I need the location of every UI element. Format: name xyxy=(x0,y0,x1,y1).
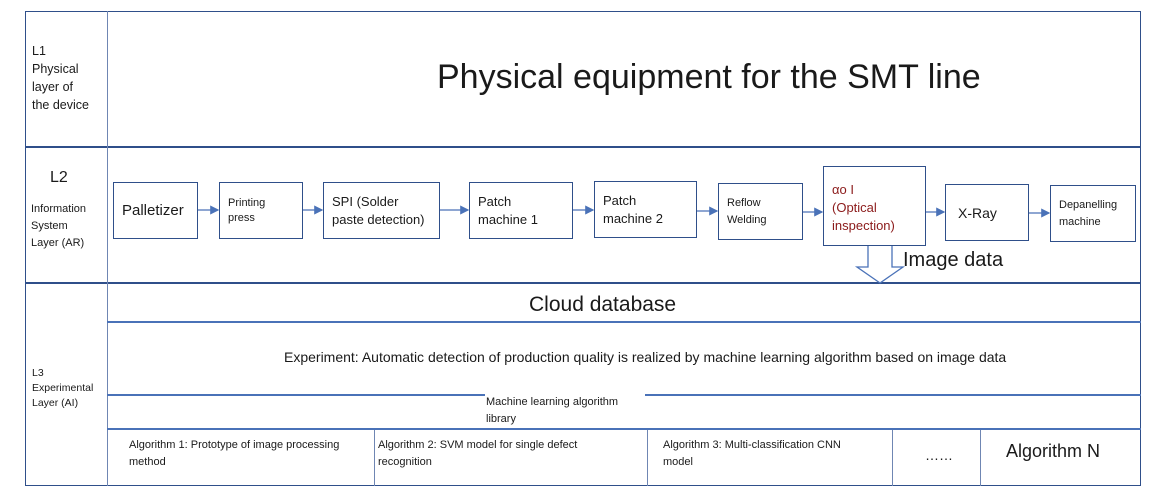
step-patch-machine-2: Patch machine 2 xyxy=(594,181,697,238)
divider-cloud xyxy=(107,321,1141,323)
algo-divider xyxy=(980,430,981,486)
algo-divider xyxy=(374,430,375,486)
algorithm-3: Algorithm 3: Multi-classification CNN mo… xyxy=(663,439,841,468)
step-label: Depanelling machine xyxy=(1059,198,1118,228)
experiment-text: Experiment: Automatic detection of produ… xyxy=(284,349,1007,365)
layer-l2-label: Information System Layer (AR) xyxy=(31,203,87,249)
layer-l3-frame xyxy=(25,283,1141,486)
layer-l2-code: L2 xyxy=(50,169,68,186)
algorithm-ellipsis: …… xyxy=(925,447,953,463)
layer-l1-frame xyxy=(25,11,1141,147)
layer-l3-label: L3 Experimental Layer (AI) xyxy=(32,367,94,409)
algorithm-2: Algorithm 2: SVM model for single defect… xyxy=(378,439,578,468)
step-label: Patch machine 1 xyxy=(478,193,538,227)
step-printing-press: Printing press xyxy=(219,182,303,239)
physical-equipment-title: Physical equipment for the SMT line xyxy=(437,58,981,96)
step-label: X-Ray xyxy=(958,204,997,221)
image-data-down-arrow xyxy=(854,246,906,284)
algo-divider xyxy=(647,430,648,486)
step-spi: SPI (Solder paste detection) xyxy=(323,182,440,239)
step-x-ray: X-Ray xyxy=(945,184,1029,241)
layer-l2-frame xyxy=(25,147,1141,283)
step-label: SPI (Solder paste detection) xyxy=(332,193,425,227)
step-patch-machine-1: Patch machine 1 xyxy=(469,182,573,239)
step-label: Reflow Welding xyxy=(727,196,767,226)
layer-l1-label: L1 Physical layer of the device xyxy=(32,44,89,112)
image-data-label: Image data xyxy=(903,249,1004,271)
step-label: Palletizer xyxy=(122,201,184,219)
ml-library-label: Machine learning algorithm library xyxy=(485,394,645,428)
step-label: Patch machine 2 xyxy=(603,192,663,226)
cloud-database-title: Cloud database xyxy=(529,293,677,316)
step-aoi: αo I (Optical inspection) xyxy=(823,166,926,246)
step-palletizer: Palletizer xyxy=(113,182,198,239)
step-label: αo I (Optical inspection) xyxy=(832,182,895,233)
label-column-divider xyxy=(107,11,108,486)
algorithm-1: Algorithm 1: Prototype of image processi… xyxy=(129,439,340,468)
step-label: Printing press xyxy=(228,196,266,224)
step-depanelling: Depanelling machine xyxy=(1050,185,1136,242)
divider-algorithms xyxy=(107,428,1141,430)
algorithm-n: Algorithm N xyxy=(1006,441,1101,461)
algo-divider xyxy=(892,430,893,486)
step-reflow-welding: Reflow Welding xyxy=(718,183,803,240)
